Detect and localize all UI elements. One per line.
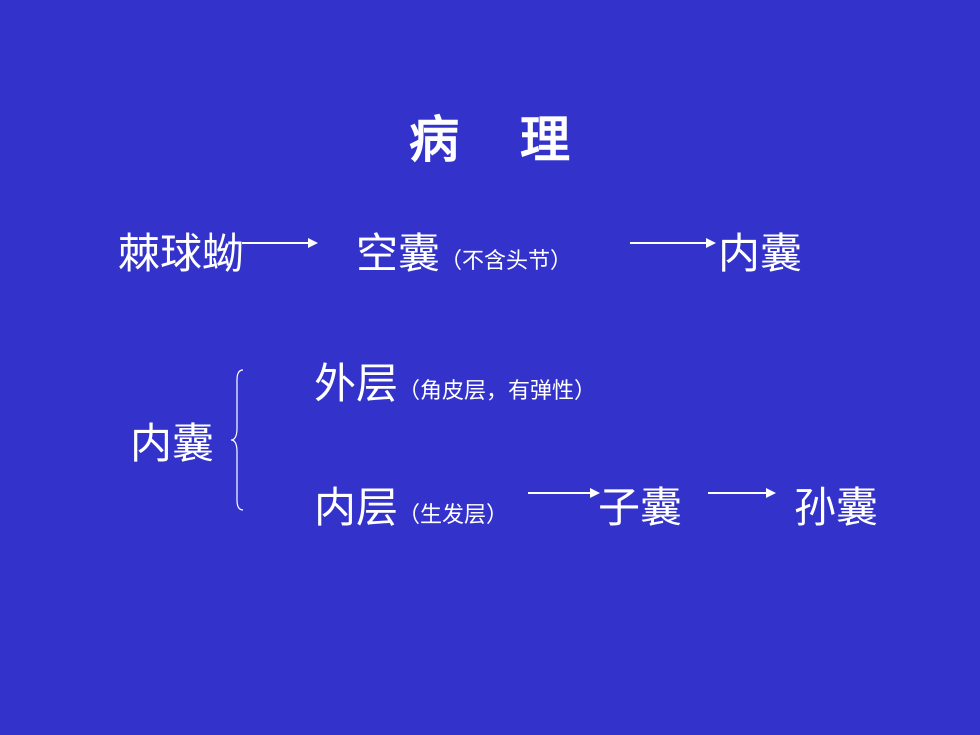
grandchild-sac: 孙囊 (794, 483, 879, 532)
row1-middle-group: 空囊（不含头节） (356, 220, 572, 281)
row1-end: 内囊 (718, 229, 803, 278)
row2-arrow-1 (528, 488, 600, 498)
title-char-1: 病 (409, 111, 460, 169)
row1-start: 棘球蚴 (118, 229, 245, 278)
child-sac: 子囊 (598, 483, 683, 532)
inner-sac-label: 内囊 (130, 419, 215, 468)
outer-layer-note: （角皮层，有弹性） (398, 379, 597, 404)
row2-arrow-2 (708, 488, 776, 498)
row1-middle: 空囊 (356, 229, 441, 278)
slide-title: 病理 (0, 100, 980, 172)
inner-layer-note: （生发层） (398, 503, 509, 528)
inner-layer-label: 内层 (314, 483, 399, 532)
outer-layer-group: 外层（角皮层，有弹性） (314, 350, 596, 411)
inner-layer-group: 内层（生发层） (314, 474, 508, 535)
outer-layer-label: 外层 (314, 359, 399, 408)
row1-middle-note: （不含头节） (440, 249, 573, 274)
row1-arrow-1 (242, 238, 318, 248)
title-char-2: 理 (520, 111, 571, 169)
brace-icon (230, 369, 244, 511)
row1-arrow-2 (630, 238, 716, 248)
